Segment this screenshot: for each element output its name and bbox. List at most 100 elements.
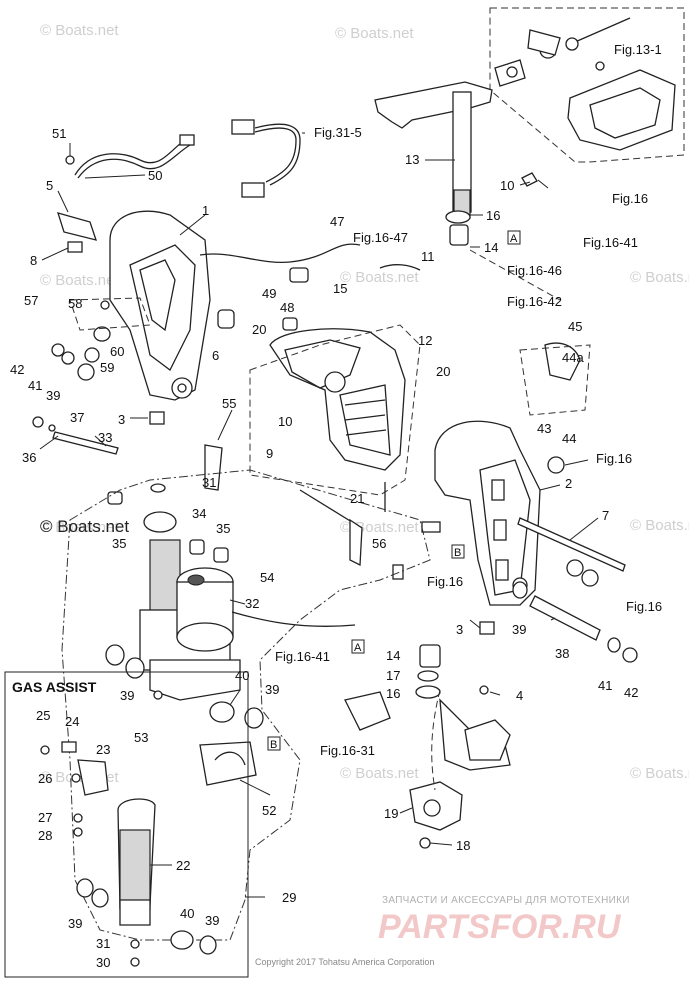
group-29-54 — [61, 469, 431, 941]
callout-label: 4 — [516, 688, 523, 703]
tilt-trim-unit-32 — [139, 511, 356, 701]
callout-label: 41 — [28, 378, 42, 393]
watermark: © Boats.net — [335, 25, 414, 42]
screw-25 — [40, 745, 50, 755]
box-b-right — [451, 544, 465, 559]
callout-label: 39 — [120, 688, 134, 703]
ring-17 — [417, 670, 439, 682]
fig-ref: Fig.16-47 — [353, 230, 408, 245]
shaft-33 — [52, 431, 119, 455]
callout-label: 12 — [418, 333, 432, 348]
callout-label: 50 — [148, 168, 162, 183]
fig-ref: Fig.31-5 — [314, 125, 362, 140]
gas-cylinder-22 — [117, 798, 156, 926]
callout-label: 17 — [386, 668, 400, 683]
fig-ref: Fig.16-41 — [275, 649, 330, 664]
bolt-fig16 — [421, 521, 441, 533]
callout-label: 51 — [52, 126, 66, 141]
collar-59 — [84, 347, 100, 363]
callout-label: 5 — [46, 178, 53, 193]
washer-16b — [415, 685, 441, 699]
washer-31 — [150, 483, 166, 493]
group-57 — [69, 297, 151, 331]
callout-label: 18 — [456, 838, 470, 853]
callout-label: 19 — [384, 806, 398, 821]
callout-label: 47 — [330, 214, 344, 229]
callout-label: 37 — [70, 410, 84, 425]
callout-label: 6 — [212, 348, 219, 363]
fig-ref: Fig.16 — [427, 574, 463, 589]
callout-label: 39 — [265, 682, 279, 697]
bushing-39 — [77, 363, 95, 381]
collar-40 — [209, 701, 235, 723]
callout-label: 1 — [202, 203, 209, 218]
callout-label: 10 — [278, 414, 292, 429]
bolt-58 — [100, 300, 110, 310]
box-a-lower — [351, 639, 365, 654]
cushion-52 — [199, 741, 257, 786]
callout-label: 33 — [98, 430, 112, 445]
callout-label: 30 — [96, 955, 110, 970]
callout-label: 16 — [386, 686, 400, 701]
watermark: © Boats.net — [630, 269, 689, 286]
watermark: © Boats.net — [340, 269, 419, 286]
sensor-5 — [57, 212, 97, 241]
callout-label: 32 — [245, 596, 259, 611]
watermark-main: © Boats.net — [40, 517, 129, 536]
group-9 — [249, 324, 421, 496]
arm-56 — [349, 518, 363, 567]
callout-label: 41 — [598, 678, 612, 693]
callout-label: 39 — [205, 913, 219, 928]
callout-label: 38 — [555, 646, 569, 661]
bushing-35 — [213, 547, 229, 563]
bracket-23 — [77, 759, 109, 796]
bushing-20 — [282, 317, 298, 331]
clip-8 — [67, 241, 83, 253]
tilt-rod-7 — [517, 517, 626, 572]
callout-label: 48 — [280, 300, 294, 315]
callout-label: 24 — [65, 714, 79, 729]
watermark: © Boats.net — [40, 519, 119, 536]
callout-label: 22 — [176, 858, 190, 873]
collar-34 — [189, 539, 205, 555]
callout-label: 36 — [22, 450, 36, 465]
callout-label: 54 — [260, 570, 274, 585]
callout-label: 14 — [386, 648, 400, 663]
bracket-fig16-31 — [344, 691, 391, 731]
fig-ref: Fig.16 — [626, 599, 662, 614]
brand-tagline: ЗАПЧАСТИ И АКСЕССУАРЫ ДЛЯ МОТОТЕХНИКИ — [382, 895, 630, 906]
callout-label: 57 — [24, 293, 38, 308]
nut-fig16b — [566, 559, 584, 577]
watermark: © Boats.net — [40, 272, 119, 289]
bushing-14b — [419, 644, 441, 668]
callout-label: 53 — [134, 730, 148, 745]
callout-label: 13 — [405, 152, 419, 167]
callout-label: 39 — [46, 388, 60, 403]
nut-28 — [73, 827, 83, 837]
pin-26 — [71, 773, 81, 783]
callout-label: 2 — [565, 476, 572, 491]
callout-label: 20 — [436, 364, 450, 379]
copyright-text: Copyright 2017 Tohatsu America Corporati… — [255, 957, 434, 967]
brand-logo: PARTSFOR.RU — [378, 908, 622, 946]
sensor-48 — [289, 267, 309, 283]
clip-24 — [61, 741, 77, 753]
watermark: © Boats.net — [340, 765, 419, 782]
washer-41r — [607, 637, 621, 653]
callout-label: 16 — [486, 208, 500, 223]
callout-label: 59 — [100, 360, 114, 375]
callout-label: 39 — [68, 916, 82, 931]
box-b-right-label: B — [454, 547, 461, 559]
washer-41 — [61, 351, 75, 365]
box-a-top-label: A — [510, 233, 518, 245]
callout-label: 44 — [562, 431, 576, 446]
fig-ref: Fig.13-1 — [614, 42, 662, 57]
callout-label: 56 — [372, 536, 386, 551]
steering-bracket-13 — [374, 81, 493, 219]
callout-label: 15 — [333, 281, 347, 296]
knob-56 — [392, 564, 404, 580]
clamp-bracket-1 — [109, 210, 211, 425]
shaft-dash — [431, 689, 441, 791]
